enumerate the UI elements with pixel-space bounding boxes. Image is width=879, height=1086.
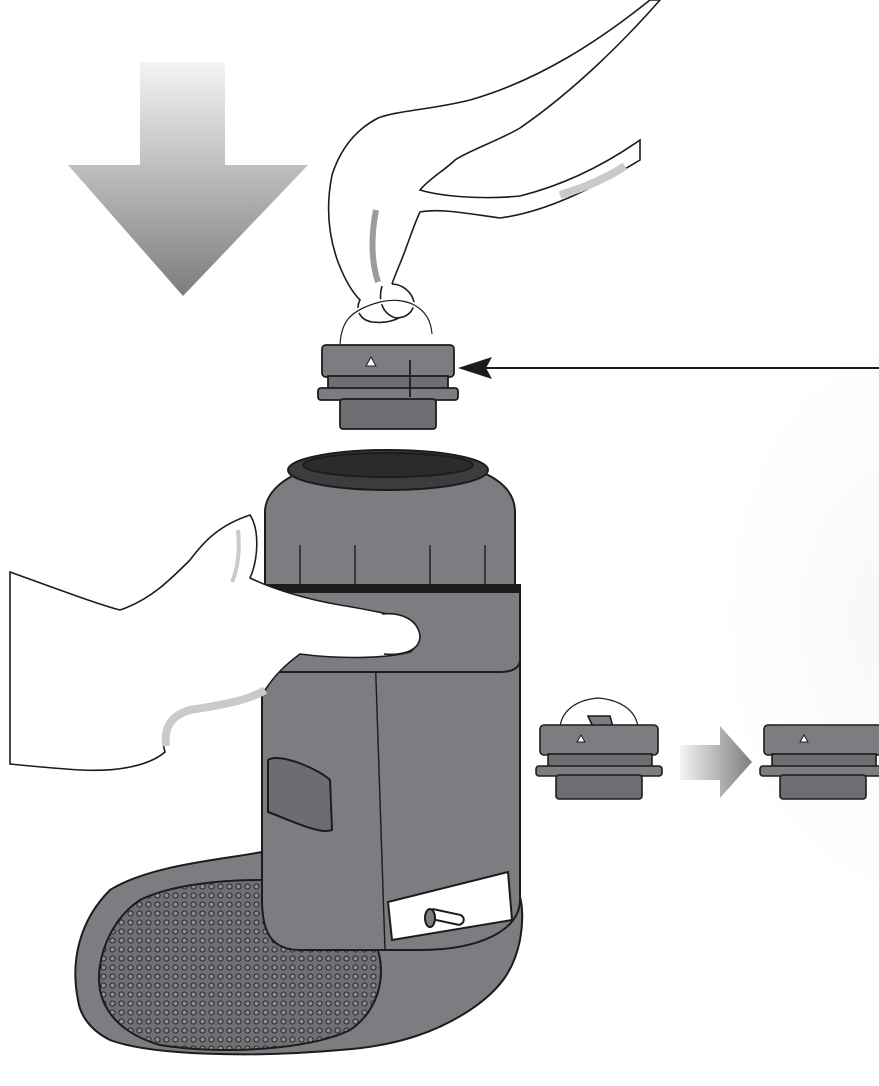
down-arrow-icon — [68, 62, 308, 296]
upper-hand — [329, 0, 660, 322]
burr-step-1 — [536, 698, 662, 799]
background-glow — [720, 340, 879, 900]
